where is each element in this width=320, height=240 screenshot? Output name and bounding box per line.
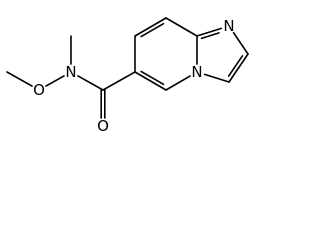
bond-layer [6, 17, 249, 119]
bond-c2-c3-second-line [227, 55, 244, 77]
bond-c_methyl_o-o_methoxy [6, 71, 33, 87]
bond-c2-c3 [228, 53, 249, 83]
atom-label-n-amide: N [65, 63, 76, 81]
bond-c3-n4 [203, 73, 230, 83]
chemical-structure: O N O N N [6, 17, 249, 132]
bond-c8a-n1 [196, 27, 223, 37]
bond-c8-c7 [134, 17, 167, 37]
bond-o_methoxy-n_amide [45, 75, 65, 87]
bond-c_carbonyl-c6 [102, 71, 136, 91]
bond-c6-c5 [134, 71, 167, 91]
atom-label-o-methoxy: O [33, 81, 45, 99]
bond-n1-c2 [232, 31, 249, 55]
atom-label-n4: N [191, 63, 202, 81]
bond-c8-c7-second-line [140, 22, 165, 38]
bond-c6-c5-second-line [140, 70, 165, 86]
atom-label-layer: O N O N N [33, 17, 235, 132]
bond-c8a-n1-second-line [200, 32, 220, 40]
bond-n_amide-c_carbonyl [77, 75, 104, 91]
atom-label-n1: N [223, 17, 234, 35]
bond-c8a-c8 [165, 17, 198, 37]
bond-c5-n4 [165, 75, 191, 91]
atom-label-o-carbonyl: O [97, 117, 109, 132]
